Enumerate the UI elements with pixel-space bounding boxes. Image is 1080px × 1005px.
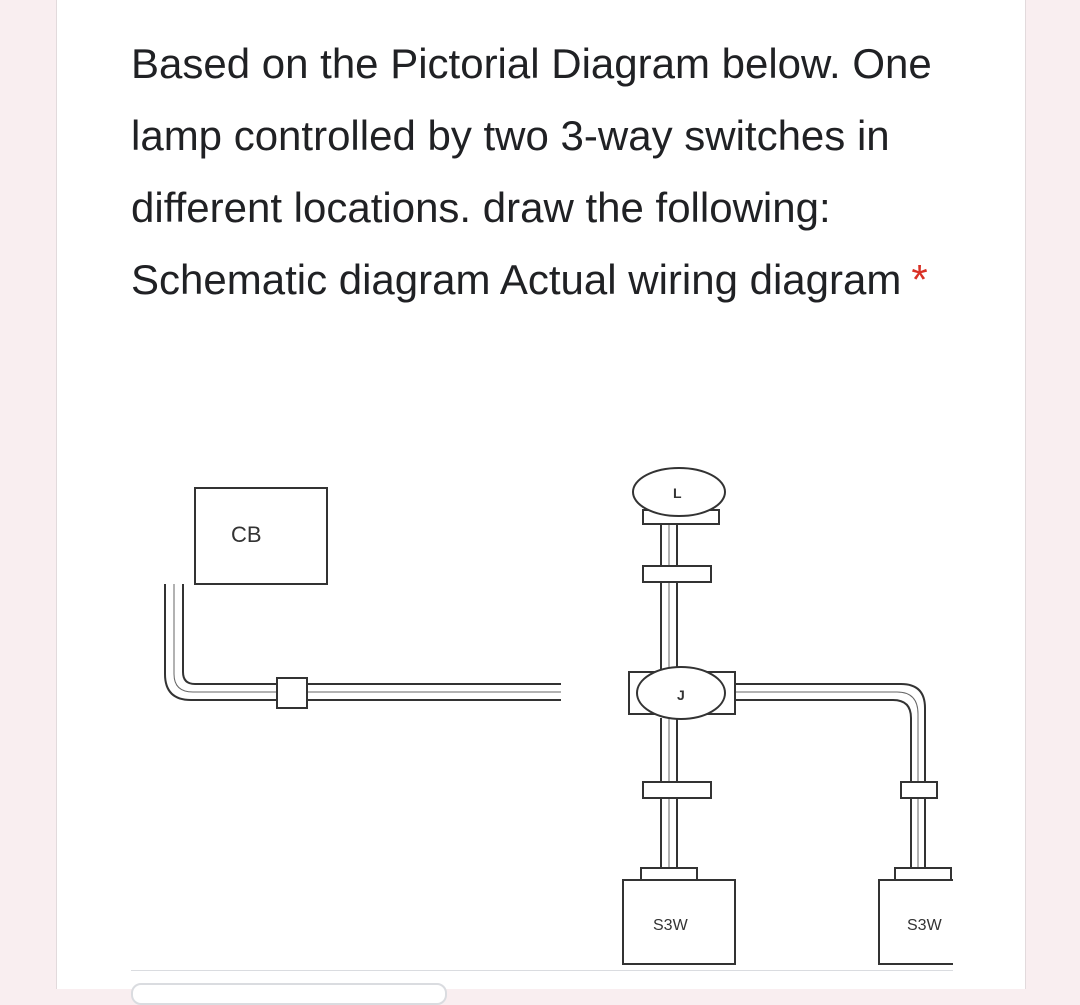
switch-box-1: S3W: [622, 867, 736, 965]
divider: [131, 970, 953, 971]
required-asterisk: *: [911, 256, 928, 303]
lamp-label: L: [673, 485, 682, 501]
conduit-strap-bottom: [642, 781, 712, 799]
junction-label: J: [677, 687, 685, 703]
lamp-outlet: L: [632, 467, 726, 525]
conduit-cb-to-junction: [164, 584, 561, 701]
switch-1-label: S3W: [653, 917, 689, 934]
pictorial-diagram: CB L J S3W S3W: [164, 467, 953, 965]
answer-field[interactable]: [131, 983, 447, 1005]
conduit-strap-right: [900, 781, 938, 799]
conduit-lamp-to-junction: [660, 524, 678, 670]
question-text: Based on the Pictorial Diagram below. On…: [131, 40, 932, 303]
circuit-breaker-box: CB: [194, 487, 328, 585]
question-title: Based on the Pictorial Diagram below. On…: [131, 28, 961, 316]
question-card: Based on the Pictorial Diagram below. On…: [56, 0, 1026, 1005]
switch-box-2: S3W: [878, 867, 953, 965]
conduit-strap-top: [642, 565, 712, 583]
cb-label: CB: [231, 522, 262, 547]
conduit-coupling: [276, 677, 308, 709]
junction-box: J: [628, 666, 736, 720]
conduit-junction-to-switch2: [735, 683, 926, 874]
switch-2-label: S3W: [907, 917, 943, 934]
